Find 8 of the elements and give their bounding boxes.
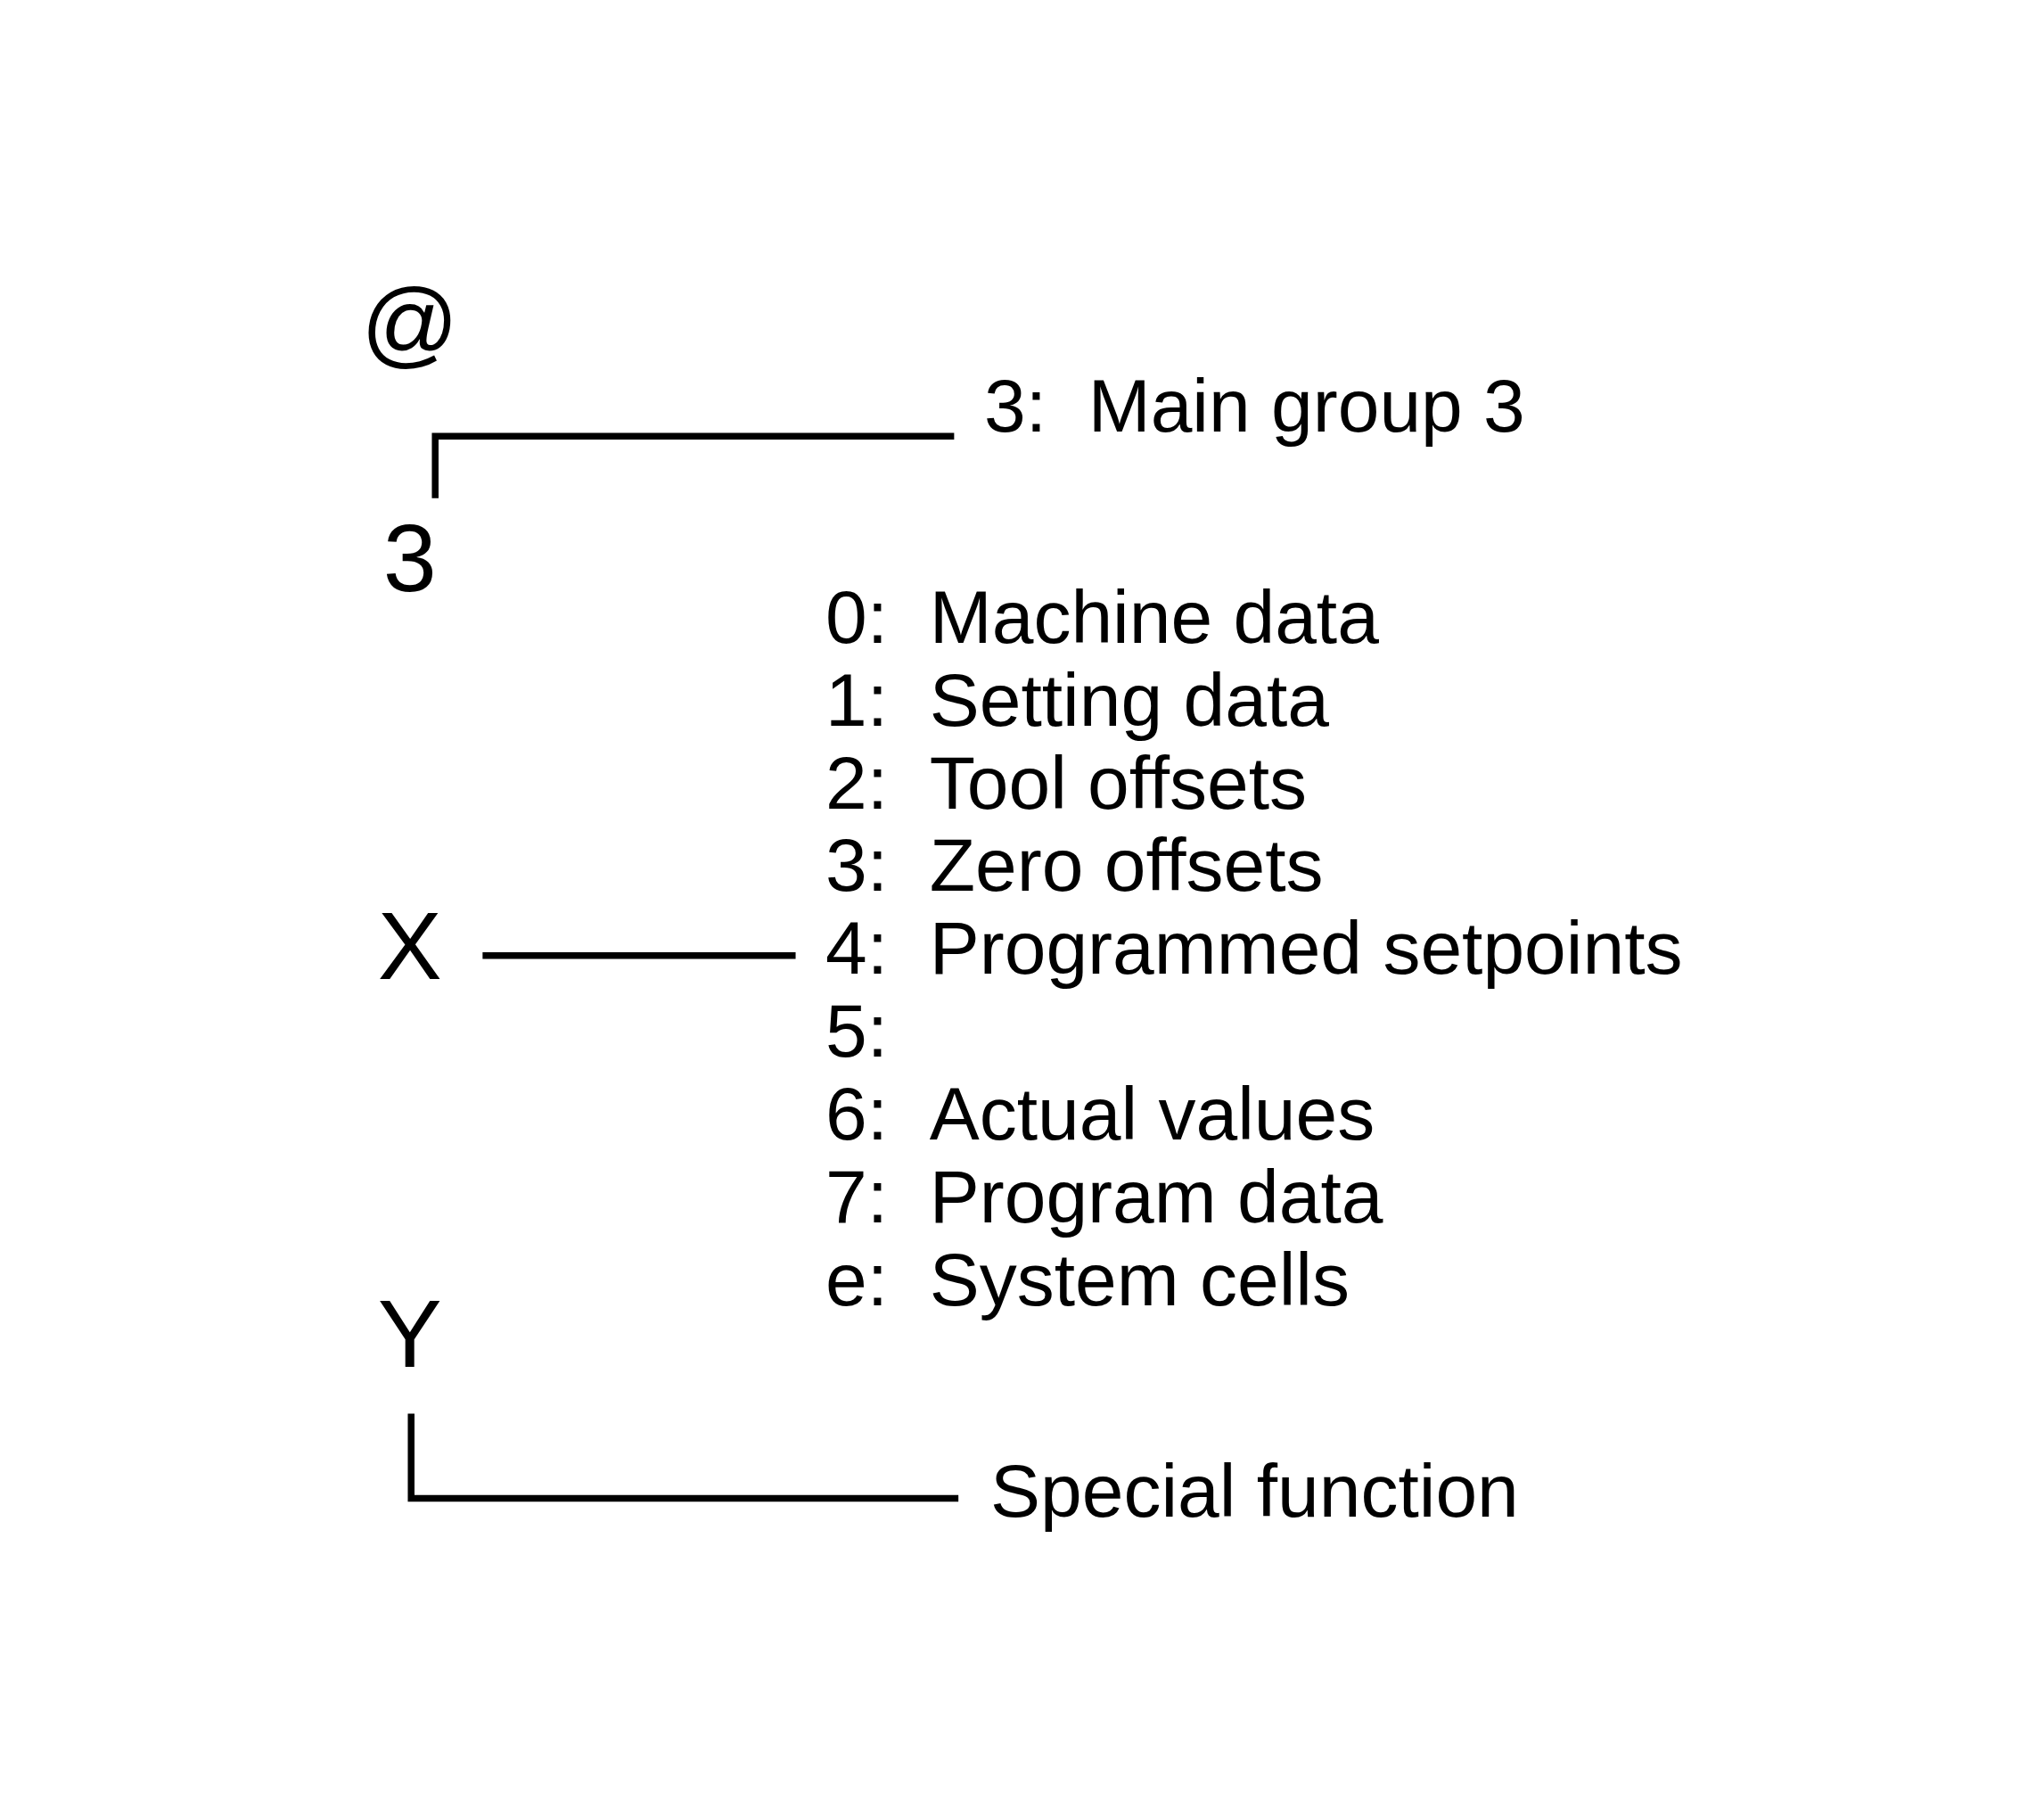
node-text: 3: Main group 3: [984, 363, 1525, 448]
connector: [407, 1412, 959, 1501]
node-text: Special function: [990, 1448, 1519, 1533]
node-text: Y: [377, 1279, 442, 1387]
node-text: 0: Machine data 1: Setting data 2: Tool offsets 3: Zero offsets 4: Programmed setpoints 5: 6: Actual values 7: Program data e: System cells: [825, 574, 1683, 1321]
node-text: X: [377, 891, 442, 999]
label: @: [360, 267, 459, 376]
node-text: 3: [382, 503, 437, 612]
